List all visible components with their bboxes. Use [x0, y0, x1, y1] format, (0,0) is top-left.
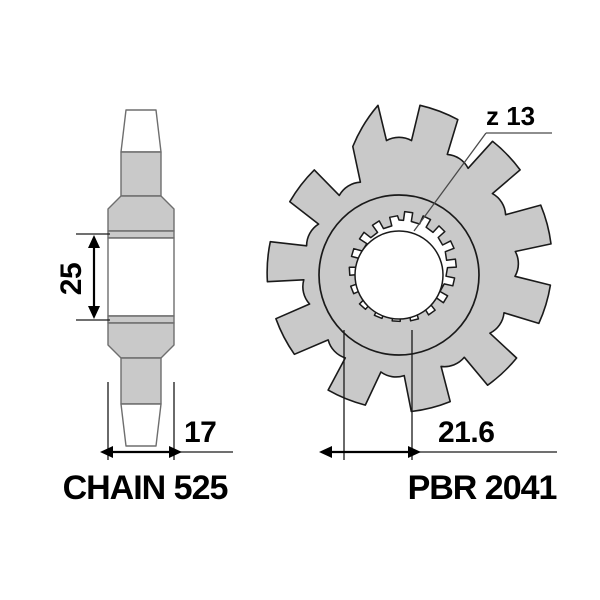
z13-label: z 13 [486, 101, 535, 131]
dimension-17-group: 17 [100, 382, 233, 460]
splined-bore-group [348, 210, 458, 323]
dimension-25-value: 25 [55, 263, 88, 295]
chain-title: CHAIN 525 [63, 469, 228, 507]
side-view-bottom-tooth [120, 403, 162, 447]
side-view-group [107, 109, 175, 447]
side-view-lower-shaft [120, 357, 162, 405]
side-view-band-top [107, 230, 175, 239]
dimension-216-value: 21.6 [438, 416, 494, 449]
central-bore [354, 230, 444, 320]
side-view-upper-shoulder [107, 195, 175, 232]
side-view-upper-shaft [120, 151, 162, 197]
dimension-25-group: 25 [55, 233, 110, 321]
part-title: PBR 2041 [408, 469, 557, 507]
side-view-central-web [107, 237, 175, 317]
hub-outer-circle [318, 194, 480, 356]
z13-callout-group: z 13 [413, 101, 552, 232]
z13-leader-line [413, 132, 487, 232]
side-view-band-bottom [107, 315, 175, 324]
front-view-group [266, 104, 552, 413]
dimension-17-value: 17 [184, 416, 216, 449]
side-view-top-tooth [120, 109, 162, 153]
side-view-lower-shoulder [107, 322, 175, 359]
dimension-216-group: 21.6 [319, 330, 557, 460]
